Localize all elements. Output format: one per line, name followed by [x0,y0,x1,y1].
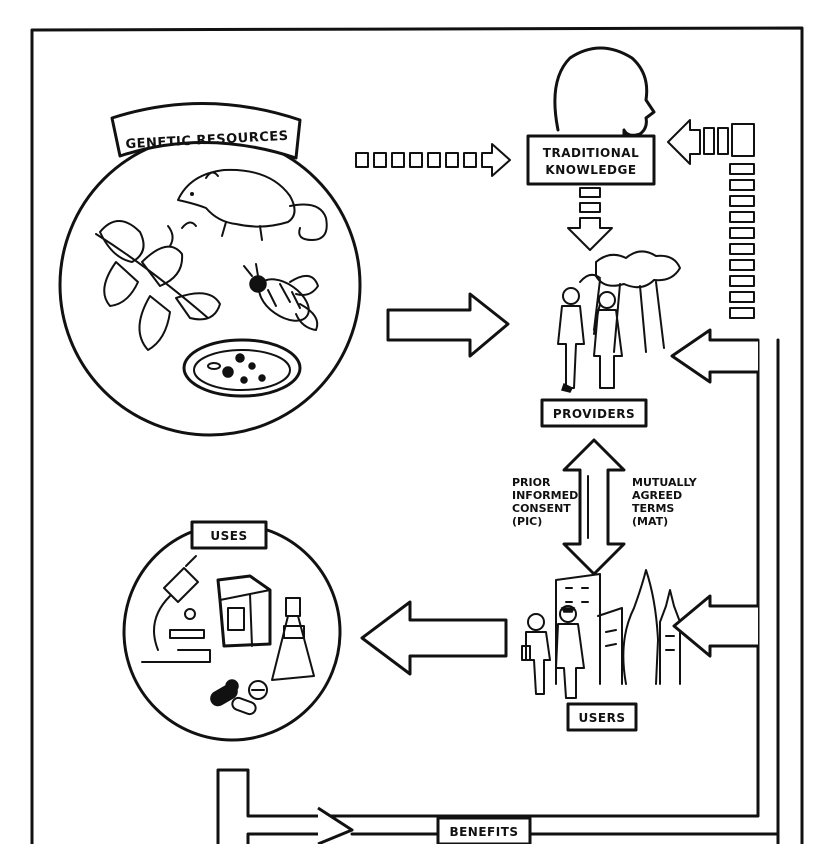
milk-carton-icon [218,576,270,646]
dotted-arrow-to-tk [356,144,510,176]
benefits-flow [218,330,778,844]
bee-icon [244,264,318,330]
spray-bottle-icon [272,598,314,680]
mat-line-1: MUTUALLY [632,476,698,489]
pic-line-1: PRIOR [512,476,551,489]
arrow-gr-to-providers [388,294,508,356]
pills-icon [208,680,267,716]
rat-icon [178,170,327,240]
benefits-arrow-to-users [674,596,758,656]
traditional-knowledge-label-line2: KNOWLEDGE [545,163,636,177]
uses-circle [124,524,340,740]
provider-people-icon [558,251,680,392]
dotted-arrow-to-providers [568,188,612,250]
microscope-icon [142,556,210,662]
benefits-arrow-to-providers [672,330,758,382]
providers-label: PROVIDERS [553,407,635,421]
genetic-resources-group: GENETIC RESOURCES [60,103,360,435]
pic-note: PRIOR INFORMED CONSENT (PIC) [512,476,578,528]
dotted-return-to-tk [668,120,754,318]
mat-note: MUTUALLY AGREED TERMS (MAT) [632,476,698,528]
benefits-label: BENEFITS [449,825,518,839]
pic-line-3: CONSENT [512,502,571,515]
nettle-leaf-icon [96,221,220,350]
uses-group: USES [124,522,340,740]
double-arrow-providers-users [564,440,624,574]
traditional-knowledge-label-line1: TRADITIONAL [543,146,639,160]
pic-line-4: (PIC) [512,515,542,528]
head-silhouette-icon [555,48,654,136]
pic-line-2: INFORMED [512,489,578,502]
arrow-users-to-uses [362,602,506,674]
users-label: USERS [579,711,626,725]
petri-dish-icon [184,340,300,396]
mat-line-4: (MAT) [632,515,668,528]
uses-label: USES [210,529,247,543]
mat-line-3: TERMS [632,502,674,515]
user-people-icon [522,570,680,698]
mat-line-2: AGREED [632,489,682,502]
benefits-flow-arrowhead [318,808,352,844]
